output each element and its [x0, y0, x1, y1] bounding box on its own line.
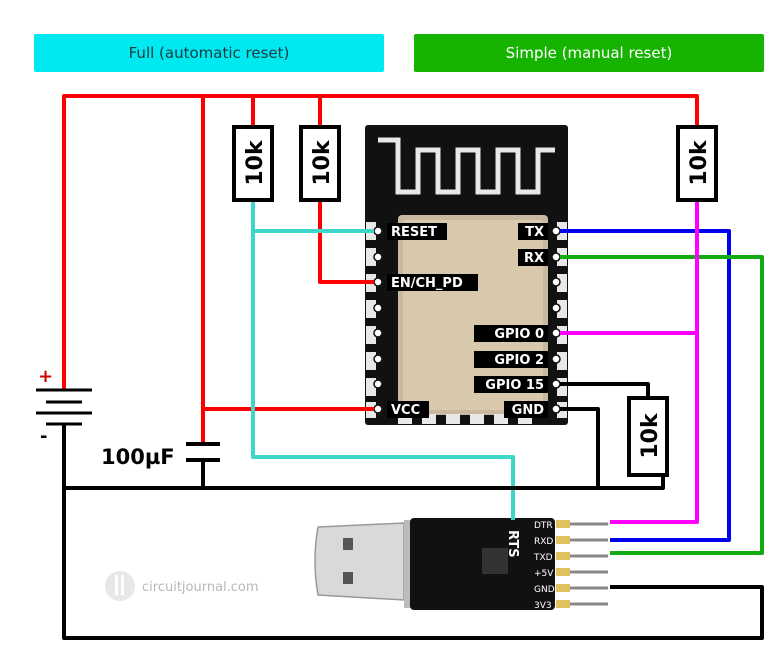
usb-serial-adapter	[314, 518, 608, 610]
watermark-text: circuitjournal.com	[142, 580, 259, 595]
pin-label-gnd: GND	[512, 403, 545, 418]
resistor-reset-pullup: 10k	[232, 125, 274, 202]
battery-minus-label: -	[40, 426, 47, 447]
pin-label-rx: RX	[524, 251, 544, 266]
wire-rx-txd	[560, 255, 764, 555]
wire-vcc	[62, 94, 699, 444]
resistor-gpio0-pullup: 10k	[676, 125, 718, 202]
usb-pin-dtr: DTR	[534, 521, 553, 531]
usb-pin-txd: TXD	[533, 553, 553, 563]
pin-label-gpio15: GPIO 15	[485, 378, 544, 393]
usb-pin-rxd: RXD	[534, 537, 553, 547]
capacitor-label: 100µF	[101, 445, 175, 469]
usb-pin-gnd: GND	[534, 585, 555, 595]
pin-label-en-ch-pd: EN/CH_PD	[391, 276, 463, 291]
wire-gpio0-dtr	[560, 200, 699, 524]
legend-full-automatic-reset: Full (automatic reset)	[34, 34, 384, 72]
pin-label-gpio0: GPIO 0	[494, 327, 544, 342]
usb-pin-3v3: 3V3	[534, 601, 552, 611]
usb-rts-label: RTS	[505, 530, 520, 558]
pin-label-tx: TX	[525, 225, 544, 240]
wire-gnd	[62, 382, 764, 640]
capacitor-100uf	[186, 442, 220, 462]
resistor-en-pullup: 10k	[299, 125, 341, 202]
svg-text:10k: 10k	[310, 139, 335, 186]
battery-plus-label: +	[38, 366, 53, 387]
watermark-logo	[105, 571, 135, 601]
svg-text:10k: 10k	[243, 139, 268, 186]
legend-simple-manual-reset: Simple (manual reset)	[414, 34, 764, 72]
resistor-gpio15-pulldown: 10k	[627, 396, 669, 477]
svg-text:10k: 10k	[687, 139, 712, 186]
pin-label-gpio2: GPIO 2	[494, 353, 544, 368]
pin-label-reset: RESET	[391, 225, 437, 240]
usb-pin-5v: +5V	[534, 569, 554, 579]
svg-text:10k: 10k	[638, 412, 663, 459]
battery	[36, 388, 92, 426]
pin-label-vcc: VCC	[391, 403, 420, 418]
wire-tx-rxd	[560, 229, 731, 542]
